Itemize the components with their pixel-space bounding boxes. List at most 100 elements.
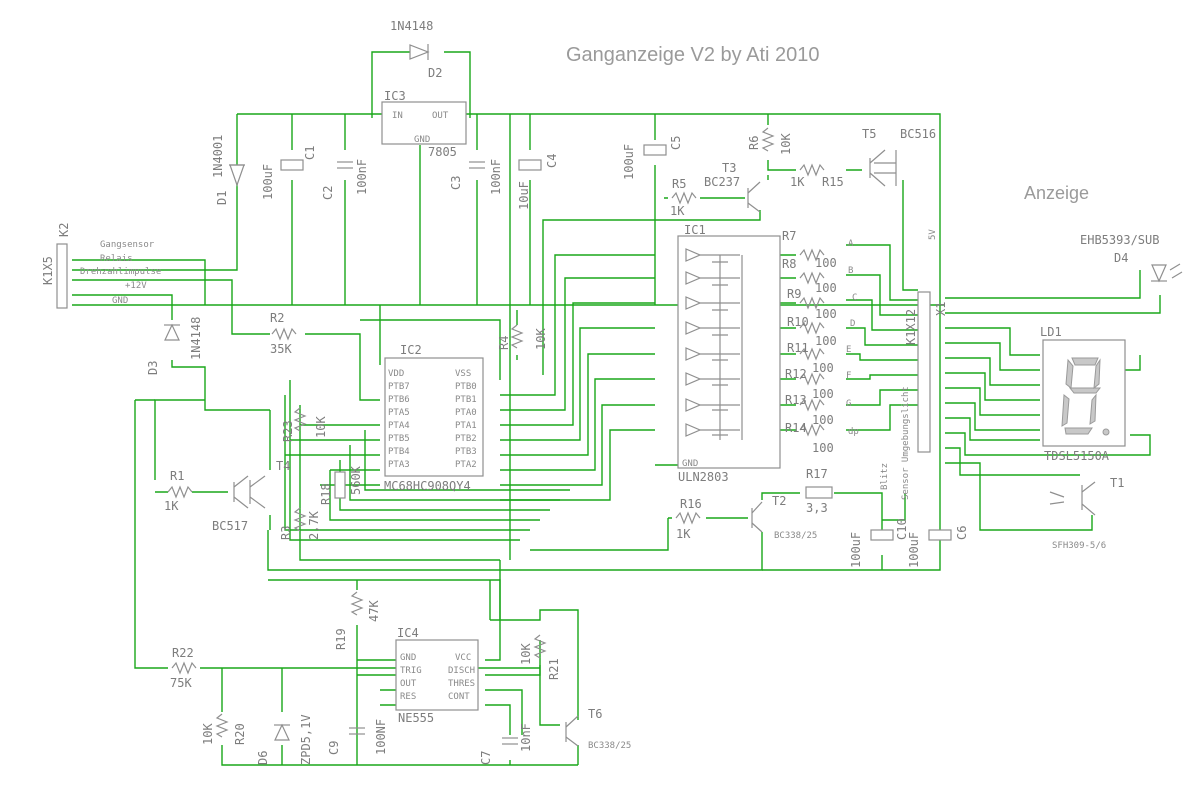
resistor-r19: R19 47K bbox=[334, 591, 381, 650]
display-ld1: LD1 TDSL5150A bbox=[1040, 325, 1126, 463]
r6-ref: R6 bbox=[747, 136, 761, 150]
k2-signal-gnd: GND bbox=[112, 296, 128, 306]
resistor-r18: R18 560K bbox=[319, 465, 363, 505]
ic2-pin-pta0: PTA0 bbox=[455, 408, 477, 418]
capacitor-c1: 100uF C1 bbox=[261, 146, 317, 200]
r10-ref: R10 bbox=[787, 315, 809, 329]
r7-value: 100 bbox=[815, 256, 837, 270]
seg-f-label: F bbox=[846, 371, 851, 381]
r13-value: 100 bbox=[812, 413, 834, 427]
ic4-ref: IC4 bbox=[397, 626, 419, 640]
c5-ref: C5 bbox=[669, 136, 683, 150]
r13-ref: R13 bbox=[785, 393, 807, 407]
r8-value: 100 bbox=[815, 281, 837, 295]
ic2-pin-ptb4: PTB4 bbox=[388, 447, 410, 457]
r4-value: 10K bbox=[534, 328, 548, 350]
r1-ref: R1 bbox=[170, 469, 184, 483]
c9-value: 100NF bbox=[374, 719, 388, 755]
ic2-value: MC68HC908QY4 bbox=[384, 479, 471, 493]
d3-value: 1N4148 bbox=[189, 317, 203, 360]
ic3-value: 7805 bbox=[428, 145, 457, 159]
diode-d1: 1N4001 D1 bbox=[211, 135, 245, 205]
resistor-r23: R23 10K bbox=[281, 407, 328, 442]
t6-ref: T6 bbox=[588, 707, 602, 721]
ic2-pin-vss: VSS bbox=[455, 369, 471, 379]
d3-ref: D3 bbox=[146, 361, 160, 375]
r15-value: 1K bbox=[790, 175, 805, 189]
transistor-t6: T6 BC338/25 bbox=[565, 707, 631, 751]
d6-value: ZPD5,1V bbox=[299, 714, 313, 765]
resistor-r3: R3 2,7K bbox=[279, 507, 321, 540]
connector-k2-ref: K2 bbox=[57, 223, 71, 237]
display-section-title: Anzeige bbox=[1024, 183, 1090, 203]
r16-value: 1K bbox=[676, 527, 691, 541]
r11-value: 100 bbox=[812, 361, 834, 375]
ic1-value: ULN2803 bbox=[678, 470, 729, 484]
r9-ref: R9 bbox=[787, 287, 801, 301]
t2-value: BC338/25 bbox=[774, 531, 817, 541]
d1-value: 1N4001 bbox=[211, 135, 225, 178]
r23-value: 10K bbox=[314, 416, 328, 438]
seg-dp-label: dp bbox=[848, 427, 859, 437]
ic3-pin-in: IN bbox=[392, 111, 403, 121]
t3-value: BC237 bbox=[704, 175, 740, 189]
r7-ref: R7 bbox=[782, 229, 796, 243]
wires bbox=[72, 51, 1161, 766]
ic2-ref: IC2 bbox=[400, 343, 422, 357]
diode-d3: D3 1N4148 bbox=[146, 317, 203, 375]
seven-segment-digit bbox=[1061, 357, 1102, 435]
r5-ref: R5 bbox=[672, 177, 686, 191]
r14-ref: R14 bbox=[785, 421, 807, 435]
resistor-r6: R6 10K bbox=[747, 127, 793, 155]
ic2-pin-ptb1: PTB1 bbox=[455, 395, 477, 405]
ic2-pin-pta3: PTA3 bbox=[388, 460, 410, 470]
ic2-pin-pta5: PTA5 bbox=[388, 408, 410, 418]
r3-ref: R3 bbox=[279, 526, 293, 540]
r20-value: 10K bbox=[201, 723, 215, 745]
ic3-pin-out: OUT bbox=[432, 111, 449, 121]
resistor-r2: R2 35K bbox=[270, 311, 297, 356]
transistor-t2: T2 BC338/25 bbox=[751, 494, 817, 541]
r16-ref: R16 bbox=[680, 497, 702, 511]
diode-d2: 1N4148 D2 bbox=[390, 19, 442, 80]
d4-value: EHB5393/SUB bbox=[1080, 233, 1159, 247]
ic1-ref: IC1 bbox=[684, 223, 706, 237]
ic4-pin-res: RES bbox=[400, 692, 416, 702]
t1-ref: T1 bbox=[1110, 476, 1124, 490]
c1-value: 100uF bbox=[261, 164, 275, 200]
r12-ref: R12 bbox=[785, 367, 807, 381]
zener-d6: D6 ZPD5,1V bbox=[256, 714, 313, 765]
seg-e-label: E bbox=[846, 345, 851, 355]
ic2-pin-pta1: PTA1 bbox=[455, 421, 477, 431]
r18-value: 560K bbox=[349, 465, 363, 495]
r17-value: 3,3 bbox=[806, 501, 828, 515]
ic2-pin-ptb0: PTB0 bbox=[455, 382, 477, 392]
ic4-pin-vcc: VCC bbox=[455, 653, 471, 663]
r22-ref: R22 bbox=[172, 646, 194, 660]
t5-ref: T5 bbox=[862, 127, 876, 141]
r23-ref: R23 bbox=[281, 420, 295, 442]
k2-signal-drehzahl: Drehzahlimpulse bbox=[80, 267, 161, 277]
led-d4: EHB5393/SUB D4 bbox=[1080, 233, 1183, 283]
ic4-pin-thres: THRES bbox=[448, 679, 475, 689]
c7-value: 10nF bbox=[519, 723, 533, 752]
d6-ref: D6 bbox=[256, 751, 270, 765]
r2-value: 35K bbox=[270, 342, 292, 356]
seg-b-label: B bbox=[848, 266, 853, 276]
r1-value: 1K bbox=[164, 499, 179, 513]
ic1-uln2803: IC1 GND ULN2803 bbox=[677, 223, 781, 484]
d2-value: 1N4148 bbox=[390, 19, 433, 33]
seg-c-label: C bbox=[852, 293, 857, 303]
ic2-pin-pta2: PTA2 bbox=[455, 460, 477, 470]
r6-value: 10K bbox=[779, 133, 793, 155]
resistor-r15: 1K R15 bbox=[790, 163, 844, 189]
d2-ref: D2 bbox=[428, 66, 442, 80]
ic3-ref: IC3 bbox=[384, 89, 406, 103]
ic1-driver-stages bbox=[685, 248, 743, 440]
r18-ref: R18 bbox=[319, 483, 333, 505]
ic4-pin-disch: DISCH bbox=[448, 666, 475, 676]
x1-sensor-label: Sensor Umgebungslicht bbox=[901, 386, 911, 500]
r3-value: 2,7K bbox=[307, 510, 321, 540]
connector-x1: K1X12 X1 bbox=[904, 291, 948, 453]
connector-k2-body bbox=[56, 243, 68, 309]
